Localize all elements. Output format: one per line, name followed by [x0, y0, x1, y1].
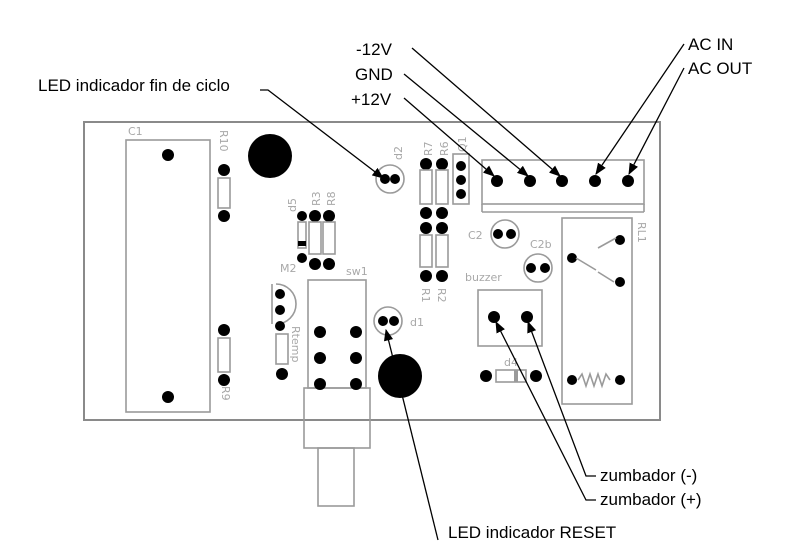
transistor-m2: M2 — [271, 262, 297, 331]
rtemp-label: Rtemp — [289, 326, 302, 362]
switch-sw1: sw1 — [303, 265, 371, 507]
resistor-r9: R9 — [217, 324, 232, 401]
mounting-hole-bottom — [378, 354, 422, 398]
callout-plus-12v: +12V — [351, 90, 392, 109]
r2-label: R2 — [435, 288, 448, 303]
callout-gnd: GND — [355, 65, 393, 84]
callout-ac-in: AC IN — [688, 35, 733, 54]
resistor-group-r7-r6: R7 R6 — [419, 141, 451, 219]
resistor-group-r1-r2: R1 R2 — [419, 222, 449, 303]
r7-label: R7 — [422, 141, 435, 156]
d2-label: d2 — [392, 146, 405, 160]
sw1-label: sw1 — [346, 265, 368, 278]
leader-ac-in — [595, 43, 685, 175]
led-d1: d1 — [373, 306, 424, 336]
thermistor-rtemp: Rtemp — [275, 326, 302, 380]
leader-ac-out — [628, 67, 685, 176]
c2b-label: C2b — [530, 238, 552, 251]
relay-rl1: RL1 — [561, 217, 648, 405]
buzzer-label: buzzer — [465, 271, 502, 284]
capacitor-c1: C1 — [125, 125, 211, 413]
r6-label: R6 — [438, 141, 451, 156]
r9-label: R9 — [219, 386, 232, 401]
c2-label: C2 — [468, 229, 483, 242]
leader-minus-12v — [411, 47, 561, 177]
callout-minus-12v: -12V — [356, 40, 393, 59]
r1-label: R1 — [419, 288, 432, 303]
buzzer: buzzer — [465, 271, 543, 347]
leader-zumbador-pos — [495, 320, 596, 501]
rl1-label: RL1 — [635, 222, 648, 243]
d5-label: d5 — [286, 198, 299, 212]
q1-label: Q1 — [456, 136, 469, 152]
leader-gnd — [403, 73, 529, 177]
leader-led-fin-ciclo — [260, 89, 384, 179]
resistor-r10: R10 — [217, 130, 231, 222]
diode-d4: d4 — [480, 356, 542, 383]
c1-label: C1 — [128, 125, 143, 138]
capacitor-c2: C2 — [468, 219, 520, 249]
m2-label: M2 — [280, 262, 297, 275]
terminal-block — [481, 159, 645, 213]
transistor-q1: Q1 — [452, 136, 470, 205]
leader-led-reset — [383, 328, 439, 541]
pcb-board-outline — [83, 121, 661, 421]
callout-led-reset: LED indicador RESET — [448, 523, 616, 542]
callout-ac-out: AC OUT — [688, 59, 752, 78]
callout-led-fin-ciclo: LED indicador fin de ciclo — [38, 76, 230, 95]
resistor-group-d5-r3-r8: d5 R3 R8 — [286, 191, 338, 270]
r8-label: R8 — [325, 191, 338, 206]
callout-zumbador-neg: zumbador (-) — [600, 466, 697, 485]
mounting-hole-top — [248, 134, 292, 178]
r10-label: R10 — [217, 130, 230, 152]
d1-label: d1 — [410, 316, 424, 329]
leader-plus-12v — [403, 97, 495, 177]
leader-zumbador-neg — [527, 320, 596, 477]
r3-label: R3 — [310, 191, 323, 206]
callout-zumbador-pos: zumbador (+) — [600, 490, 702, 509]
led-d2: d2 — [375, 146, 405, 194]
capacitor-c2b: C2b — [523, 238, 553, 283]
